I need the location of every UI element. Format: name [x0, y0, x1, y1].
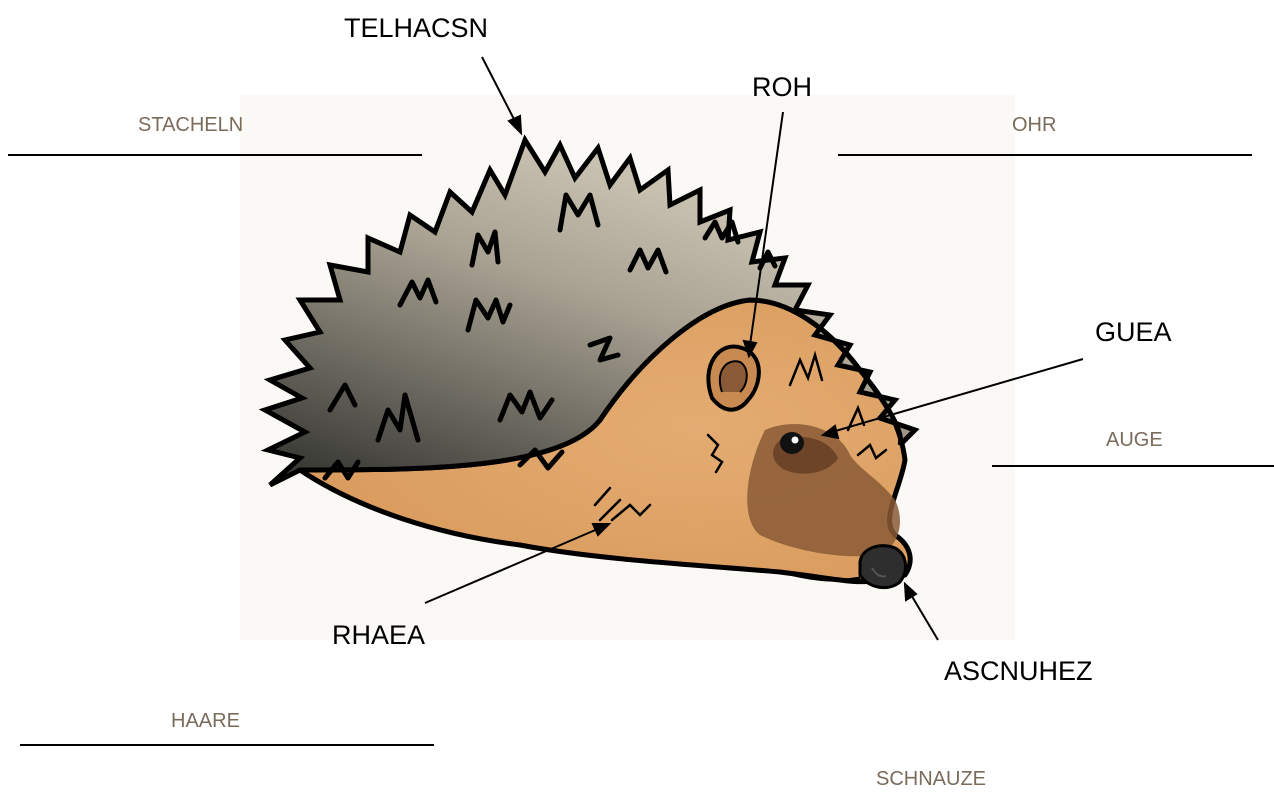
answer-line-haare[interactable] — [20, 744, 434, 746]
scrambled-label-schnauze: ASCNUHEZ — [944, 658, 1093, 685]
scrambled-label-ohr: ROH — [752, 74, 812, 101]
scrambled-label-auge: GUEA — [1095, 319, 1172, 346]
answer-line-ohr[interactable] — [838, 154, 1252, 156]
nose-icon — [860, 546, 905, 588]
answer-schnauze: SCHNAUZE — [876, 769, 986, 789]
answer-auge: AUGE — [1106, 430, 1163, 450]
answer-line-stacheln[interactable] — [8, 154, 422, 156]
eye-icon — [780, 432, 804, 454]
answer-stacheln: STACHELN — [138, 115, 243, 135]
scrambled-label-stacheln: TELHACSN — [344, 15, 488, 42]
answer-line-auge[interactable] — [992, 465, 1274, 467]
scrambled-label-haare: RHAEA — [332, 622, 425, 649]
answer-haare: HAARE — [171, 711, 240, 731]
answer-ohr: OHR — [1012, 115, 1056, 135]
